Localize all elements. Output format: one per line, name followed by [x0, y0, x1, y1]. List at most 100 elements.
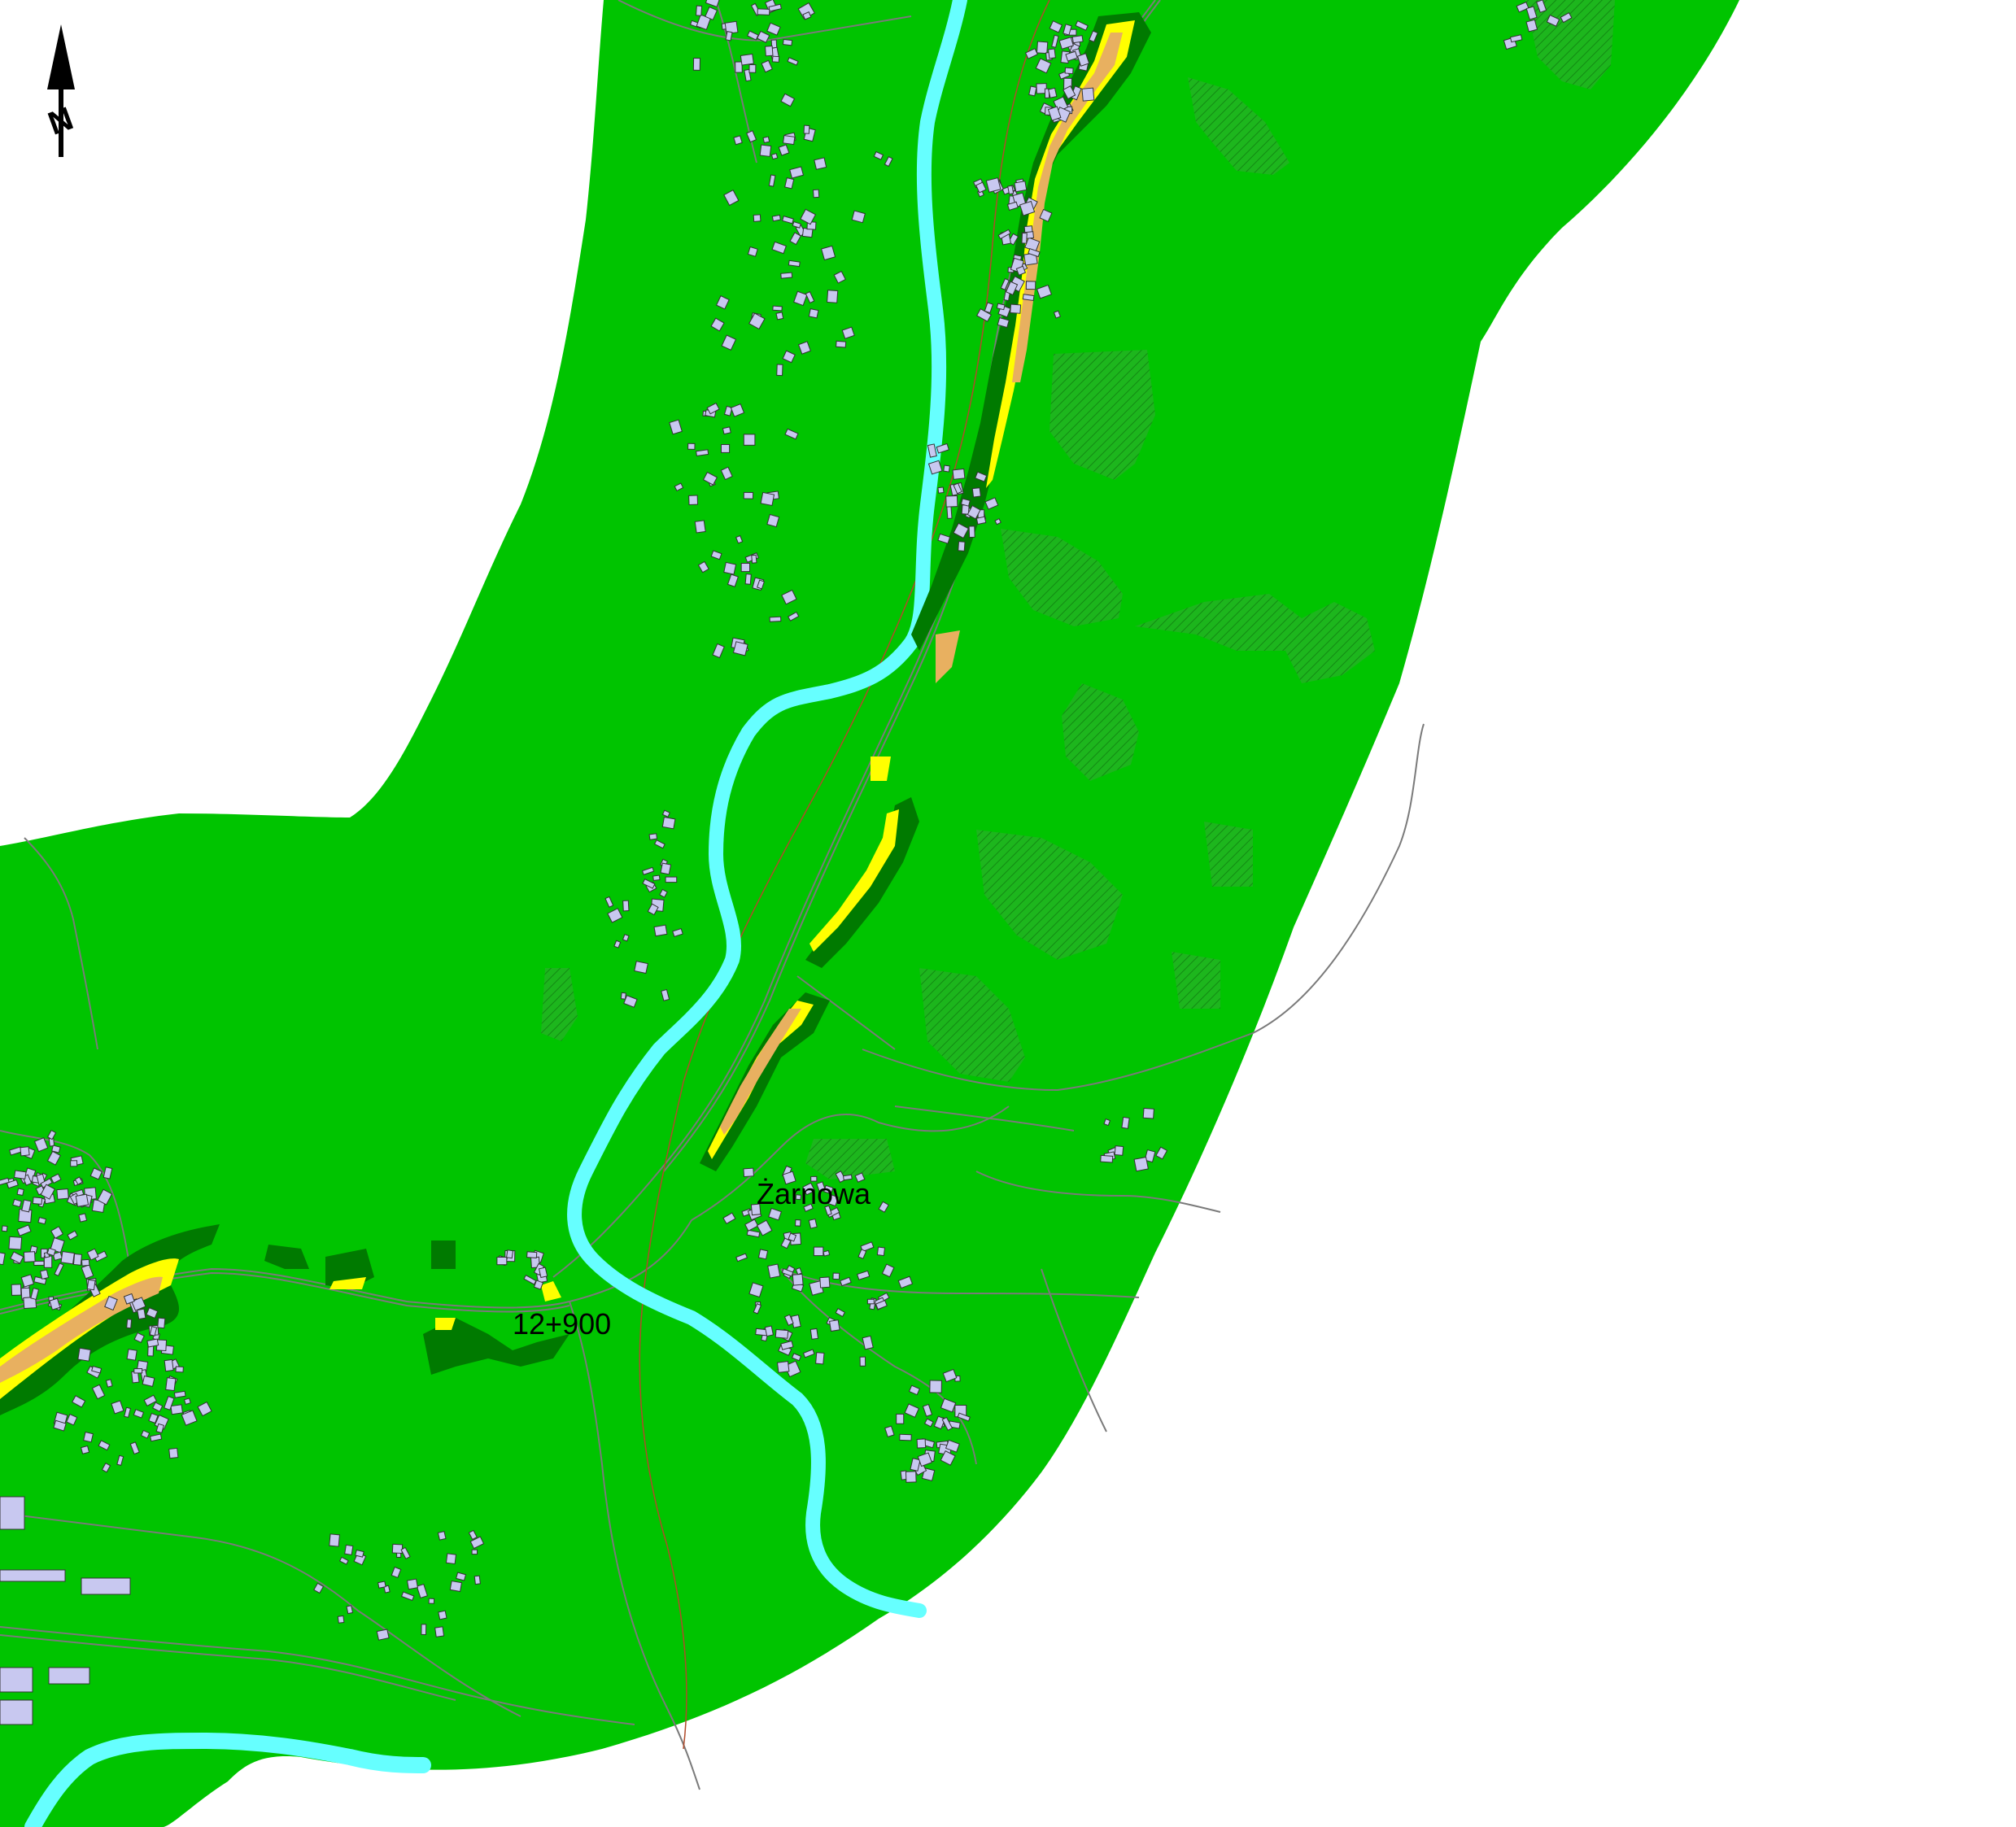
building — [942, 1368, 958, 1383]
building — [391, 1566, 402, 1579]
building — [81, 1258, 90, 1267]
building — [776, 1361, 790, 1373]
building — [1028, 85, 1037, 97]
building — [854, 1172, 866, 1183]
building — [937, 486, 945, 494]
building — [103, 1166, 113, 1179]
building — [337, 1615, 345, 1624]
building — [329, 1533, 340, 1547]
building — [727, 573, 739, 587]
building — [957, 1412, 971, 1422]
building — [33, 1137, 49, 1153]
building — [897, 1275, 914, 1289]
building — [945, 1439, 960, 1453]
building — [669, 419, 683, 435]
building — [780, 272, 793, 279]
building — [784, 428, 799, 440]
building — [740, 563, 751, 573]
building — [1000, 277, 1010, 290]
building — [766, 513, 780, 528]
building — [757, 8, 770, 15]
building — [105, 1379, 113, 1388]
building — [0, 1667, 33, 1693]
building — [496, 1257, 508, 1266]
building — [929, 1380, 942, 1393]
building — [780, 1340, 794, 1350]
building — [197, 1401, 212, 1417]
building — [1133, 1156, 1149, 1172]
building — [14, 1170, 27, 1179]
road-axis — [639, 0, 1050, 1750]
building — [52, 1251, 63, 1261]
building — [971, 487, 981, 498]
building — [653, 839, 665, 849]
building — [968, 525, 975, 539]
building — [124, 1406, 131, 1419]
building — [984, 497, 999, 510]
building — [91, 1365, 103, 1374]
building — [149, 1326, 158, 1336]
building — [768, 1207, 783, 1221]
building — [884, 155, 893, 168]
building — [181, 1410, 198, 1426]
building — [769, 616, 782, 622]
building — [12, 1198, 22, 1208]
building — [857, 1249, 867, 1259]
building — [840, 1276, 852, 1287]
building — [133, 1409, 145, 1419]
building — [1021, 233, 1028, 244]
building — [613, 940, 622, 948]
building — [759, 144, 772, 157]
building — [1022, 294, 1035, 302]
building — [712, 643, 725, 659]
building — [730, 403, 745, 417]
building — [72, 1253, 83, 1266]
building — [1036, 41, 1049, 55]
building — [788, 611, 800, 621]
building — [641, 866, 655, 875]
building — [54, 1262, 64, 1277]
building — [975, 471, 988, 482]
building — [766, 22, 781, 36]
building — [660, 862, 672, 875]
building — [803, 1203, 814, 1212]
building — [140, 1429, 151, 1439]
building — [823, 1249, 831, 1257]
building — [771, 55, 780, 63]
building — [1089, 30, 1098, 43]
building — [123, 1293, 135, 1305]
building — [438, 1610, 447, 1620]
building — [16, 1188, 24, 1197]
building — [526, 1251, 538, 1258]
river — [24, 0, 967, 1827]
building — [936, 443, 949, 454]
building — [1546, 14, 1560, 27]
building — [750, 1203, 761, 1216]
building — [0, 1251, 6, 1266]
building — [735, 1253, 748, 1262]
building — [748, 64, 757, 73]
building — [875, 1299, 888, 1310]
building — [927, 460, 943, 475]
building — [836, 340, 847, 348]
building — [473, 1575, 481, 1585]
building — [1048, 87, 1058, 98]
building — [917, 1452, 933, 1467]
building — [146, 1338, 159, 1348]
building — [183, 1398, 191, 1406]
building — [1, 1225, 8, 1232]
building — [400, 1591, 415, 1602]
building — [1015, 265, 1027, 276]
building — [665, 876, 678, 883]
building — [434, 1626, 445, 1637]
building — [49, 1297, 61, 1310]
building — [74, 1176, 83, 1185]
building — [943, 464, 950, 473]
building — [802, 11, 812, 20]
building — [86, 1248, 99, 1261]
building — [428, 1598, 435, 1604]
building — [812, 189, 820, 198]
building — [445, 1553, 457, 1565]
building — [607, 908, 623, 923]
building — [720, 466, 733, 481]
